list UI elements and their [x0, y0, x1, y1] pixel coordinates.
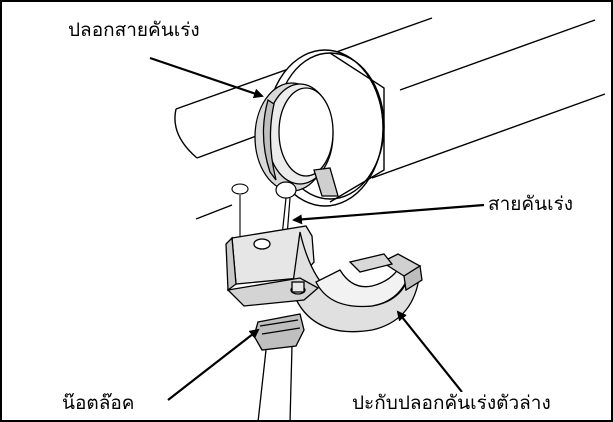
lock-nut-part — [253, 313, 305, 422]
label-throttle-cable-sleeve: ปลอกสายคันเร่ง — [66, 19, 202, 41]
lower-clamp-part — [225, 225, 423, 333]
arrow-throttle-cable-sleeve — [149, 56, 264, 99]
throttle-cable-sleeve-part — [254, 82, 339, 197]
label-throttle-cable: สายคันเร่ง — [486, 193, 576, 215]
arrow-throttle-cable — [292, 203, 485, 225]
label-lower-sleeve-clamp: ปะกับปลอกคันเร่งตัวล่าง — [350, 392, 553, 414]
label-lock-nut: น๊อตล๊อค — [60, 392, 137, 414]
arrow-lock-nut — [167, 328, 260, 401]
arrow-lower-sleeve-clamp — [396, 310, 463, 393]
handlebar-tube — [174, 17, 606, 220]
leader-arrows — [149, 56, 485, 401]
